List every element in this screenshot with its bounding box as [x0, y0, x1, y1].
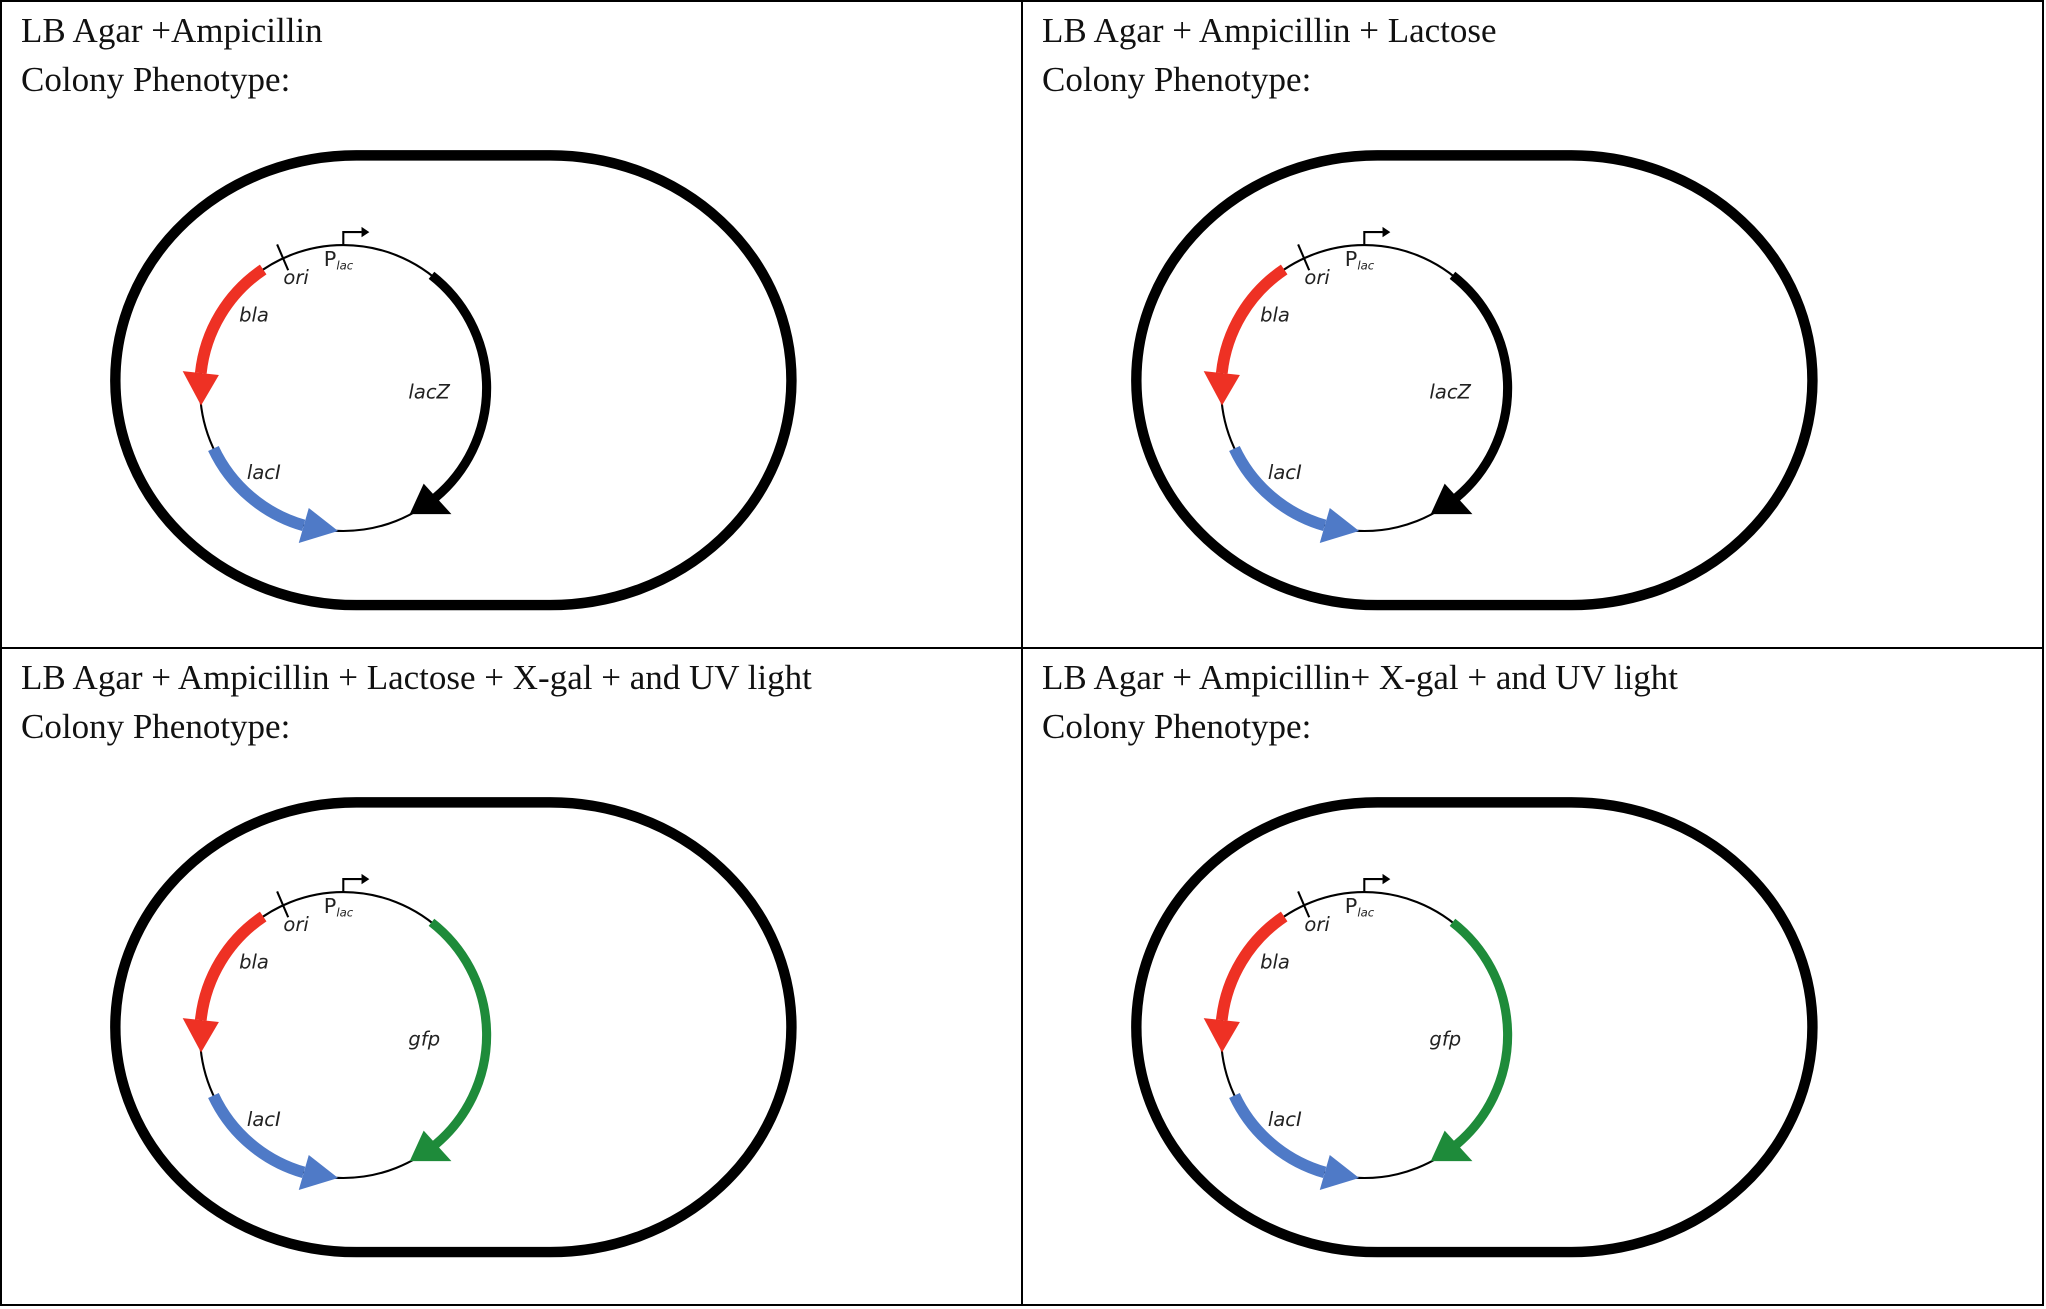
petri-dish-outline	[1131, 150, 1818, 611]
laci-label: lacI	[247, 1108, 281, 1131]
reporter-gene-label: gfp	[408, 1027, 440, 1050]
reporter-gene-label: gfp	[1429, 1027, 1461, 1050]
petri-dish-diagram: ori Plac bla lacI gfp	[1131, 797, 1818, 1258]
plac-promoter-arrowhead	[1382, 873, 1391, 885]
reporter-gene-arc	[428, 918, 492, 1149]
petri-dish-outline	[110, 797, 797, 1258]
bla-gene-arrowhead	[1203, 1018, 1240, 1053]
plate-cell: LB Agar +Ampicillin Colony Phenotype: or…	[2, 2, 1022, 648]
table-divider-vertical	[1021, 0, 1023, 1306]
ori-marker	[276, 244, 290, 271]
bla-label: bla	[1260, 304, 1290, 327]
ori-label: ori	[283, 266, 309, 289]
plac-promoter-arrow-icon	[342, 231, 362, 246]
ori-label: ori	[1304, 266, 1330, 289]
ori-marker	[1297, 891, 1311, 918]
plate-condition-title: LB Agar +Ampicillin	[21, 11, 323, 50]
ori-marker	[276, 891, 290, 918]
laci-gene-arrowhead	[1319, 508, 1360, 543]
reporter-gene-label: lacZ	[1429, 380, 1471, 403]
reporter-gene-arc	[1449, 271, 1513, 502]
plac-promoter-arrow-icon	[342, 878, 362, 893]
plate-condition-title: LB Agar + Ampicillin+ X-gal + and UV lig…	[1042, 658, 1679, 697]
laci-label: lacI	[247, 461, 281, 484]
plac-promoter-arrowhead	[1382, 226, 1391, 238]
reporter-gene-arrowhead	[1430, 483, 1473, 515]
table-divider-horizontal	[0, 647, 2044, 649]
plate-cell: LB Agar + Ampicillin + Lactose + X-gal +…	[2, 649, 1022, 1295]
plac-label: Plac	[1345, 894, 1375, 920]
plac-label: Plac	[324, 894, 354, 920]
plate-condition-title: LB Agar + Ampicillin + Lactose	[1042, 11, 1497, 50]
bla-label: bla	[239, 951, 269, 974]
plac-promoter-arrowhead	[361, 873, 370, 885]
reporter-gene-label: lacZ	[408, 380, 450, 403]
laci-gene-arc	[1229, 445, 1327, 532]
laci-label: lacI	[1268, 1108, 1302, 1131]
bla-gene-arc	[194, 911, 267, 1021]
laci-label: lacI	[1268, 461, 1302, 484]
plate-condition-title: LB Agar + Ampicillin + Lactose + X-gal +…	[21, 658, 812, 697]
petri-dish-diagram: ori Plac bla lacI gfp	[110, 797, 797, 1258]
laci-gene-arrowhead	[1319, 1155, 1360, 1190]
bla-label: bla	[239, 304, 269, 327]
laci-gene-arc	[1229, 1092, 1327, 1179]
ori-label: ori	[283, 913, 309, 936]
ori-marker	[1297, 244, 1311, 271]
plac-promoter-arrowhead	[361, 226, 370, 238]
plac-label: Plac	[324, 247, 354, 273]
reporter-gene-arrowhead	[1430, 1130, 1473, 1162]
colony-phenotype-label: Colony Phenotype:	[1042, 60, 1312, 99]
laci-gene-arrowhead	[298, 508, 339, 543]
plate-cell: LB Agar + Ampicillin + Lactose Colony Ph…	[1023, 2, 2043, 648]
plate-cell: LB Agar + Ampicillin+ X-gal + and UV lig…	[1023, 649, 2043, 1295]
laci-gene-arc	[208, 1092, 306, 1179]
plac-label: Plac	[1345, 247, 1375, 273]
reporter-gene-arrowhead	[409, 483, 452, 515]
bla-gene-arc	[1215, 911, 1288, 1021]
petri-dish-diagram: ori Plac bla lacI lacZ	[1131, 150, 1818, 611]
reporter-gene-arrowhead	[409, 1130, 452, 1162]
ori-label: ori	[1304, 913, 1330, 936]
petri-dish-outline	[110, 150, 797, 611]
petri-dish-outline	[1131, 797, 1818, 1258]
plac-promoter-arrow-icon	[1363, 231, 1383, 246]
laci-gene-arrowhead	[298, 1155, 339, 1190]
bla-gene-arrowhead	[1203, 371, 1240, 406]
reporter-gene-arc	[428, 271, 492, 502]
reporter-gene-arc	[1449, 918, 1513, 1149]
bla-gene-arrowhead	[182, 371, 219, 406]
laci-gene-arc	[208, 445, 306, 532]
bla-gene-arc	[194, 264, 267, 374]
colony-phenotype-label: Colony Phenotype:	[21, 707, 291, 746]
petri-dish-diagram: ori Plac bla lacI lacZ	[110, 150, 797, 611]
colony-phenotype-label: Colony Phenotype:	[1042, 707, 1312, 746]
bla-gene-arc	[1215, 264, 1288, 374]
bla-label: bla	[1260, 951, 1290, 974]
plac-promoter-arrow-icon	[1363, 878, 1383, 893]
bla-gene-arrowhead	[182, 1018, 219, 1053]
colony-phenotype-label: Colony Phenotype:	[21, 60, 291, 99]
